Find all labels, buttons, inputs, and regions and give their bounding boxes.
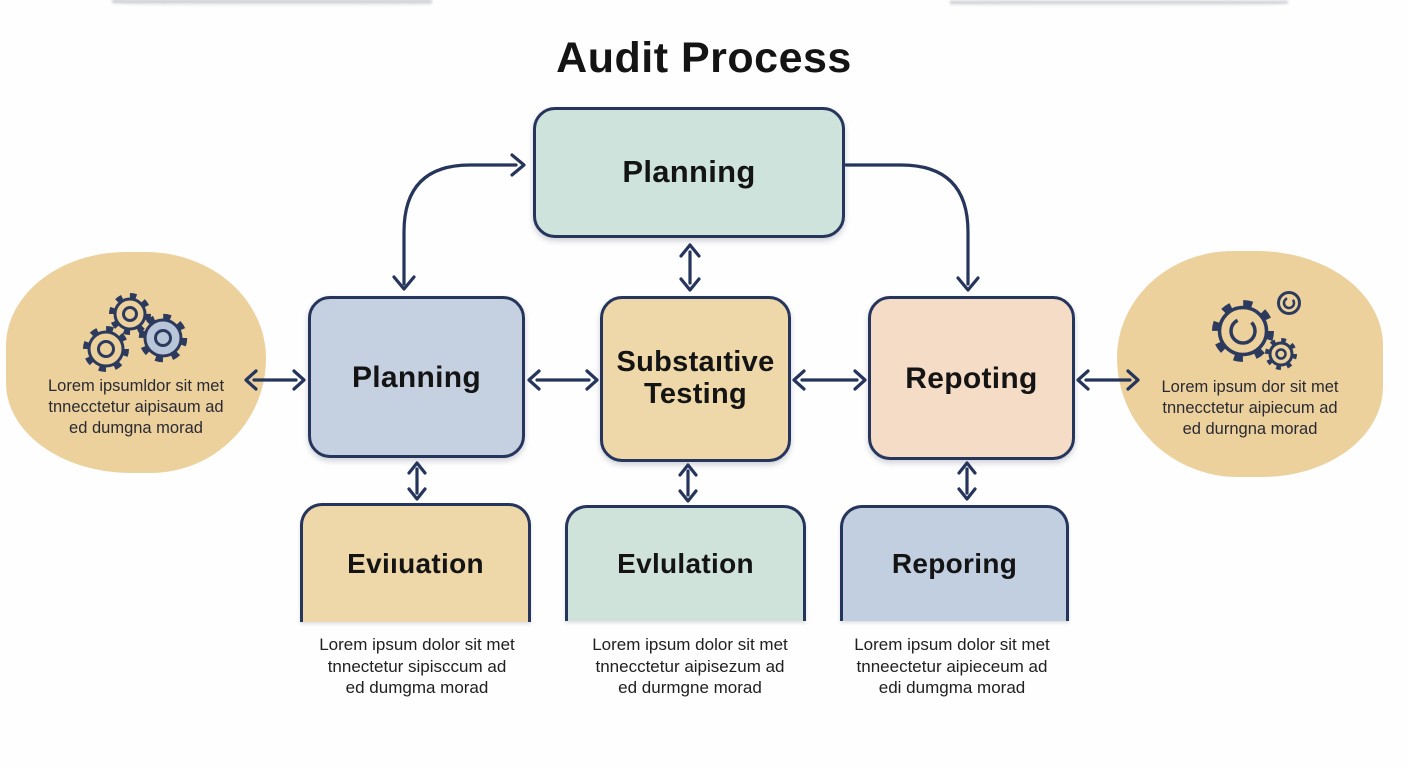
middle-box-repoting: Repoting: [868, 296, 1075, 460]
note-line: Lorem ipsum dor sit met: [1161, 378, 1339, 396]
caption-line: ed durmgne morad: [618, 678, 762, 697]
note-line: ed durngna morad: [1182, 420, 1318, 438]
box-label: Reporing: [891, 548, 1018, 580]
left-note-blob: Lorem ipsumldor sit met tnnecctetur aipi…: [6, 252, 266, 473]
connector-planning-eviluation: [407, 461, 427, 501]
left-note-text: Lorem ipsumldor sit met tnnecctetur aipi…: [6, 376, 266, 439]
connector-top-substantive: [679, 243, 701, 292]
connector-substantive-evlulation: [678, 463, 698, 503]
bottom-box-reporing: Reporing: [840, 505, 1069, 621]
box-label: Evlulation: [617, 548, 754, 580]
caption-line: Lorem ipsum dolor sit met: [319, 635, 515, 654]
top-left-artifact: [112, 0, 432, 7]
caption-line: tnneectetur aipieceum ad: [856, 656, 1048, 676]
middle-box-substantive-testing: Substaıtive Testing: [600, 296, 791, 462]
box-label: Planning: [351, 360, 482, 394]
note-line: tnnecctetur aipisaum ad: [48, 398, 224, 416]
box-label: Planning: [622, 154, 756, 190]
connector-curved-right: [844, 163, 980, 292]
box-label: Substaıtive Testing: [616, 346, 775, 410]
caption-line: edi dumgma morad: [878, 678, 1026, 697]
caption-line: ed dumgma morad: [345, 678, 489, 697]
caption-left: Lorem ipsum dolor sit met tnnectetur sip…: [282, 634, 552, 699]
caption-line: tnnectetur sipisccum ad: [327, 656, 507, 676]
connector-curved-left: [392, 153, 526, 291]
connector-substantive-repoting: [792, 369, 867, 391]
caption-line: Lorem ipsum dolor sit met: [854, 635, 1050, 654]
top-right-artifact: [950, 1, 1288, 7]
middle-box-planning: Planning: [308, 296, 525, 458]
box-label: Eviıuation: [347, 547, 484, 579]
connector-planning-substantive: [527, 369, 599, 391]
bottom-box-eviluation: Eviıuation: [300, 503, 531, 622]
caption-center: Lorem ipsum dolor sit met tnnecctetur ai…: [555, 634, 825, 699]
note-line: ed dumgna morad: [69, 419, 203, 437]
right-note-text: Lorem ipsum dor sit met tnnecctetur aipi…: [1117, 377, 1383, 440]
page-title: Audit Process: [556, 34, 852, 82]
caption-right: Lorem ipsum dolor sit met tnneectetur ai…: [817, 634, 1087, 699]
caption-line: tnnecctetur aipisezum ad: [595, 656, 785, 676]
right-note-blob: Lorem ipsum dor sit met tnnecctetur aipi…: [1117, 251, 1383, 477]
note-line: tnnecctetur aipiecum ad: [1162, 399, 1338, 417]
caption-line: Lorem ipsum dolor sit met: [592, 635, 788, 654]
note-line: Lorem ipsumldor sit met: [47, 377, 225, 395]
connector-repoting-reporing: [957, 461, 977, 501]
box-label: Repoting: [905, 361, 1038, 395]
top-box-planning: Planning: [533, 107, 845, 238]
bottom-box-evlulation: Evlulation: [565, 505, 806, 621]
